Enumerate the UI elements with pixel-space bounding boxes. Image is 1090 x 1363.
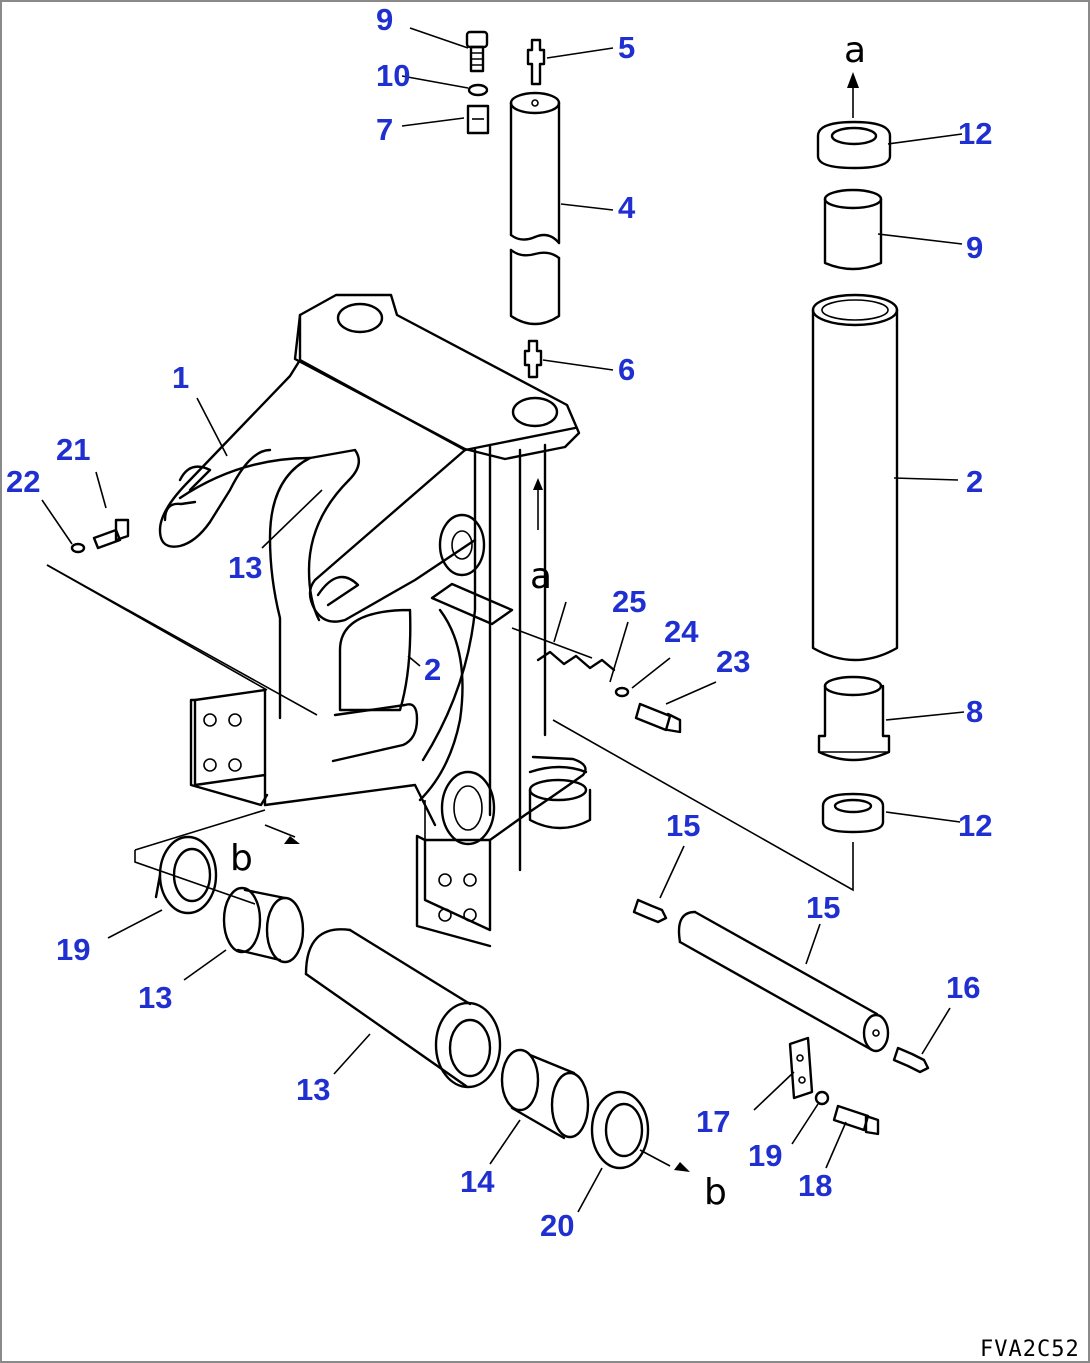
callout-3: 4: [618, 190, 636, 225]
pin-14: [677, 910, 890, 1053]
callout-19-left: 19: [56, 932, 90, 967]
grease-fitting-4-mid: [523, 339, 543, 379]
part-drawings: [46, 30, 930, 1172]
bolt-6: [465, 30, 489, 73]
callout-7: 10: [376, 58, 410, 93]
washer-7: [467, 83, 489, 97]
callout-21: 22: [6, 464, 40, 499]
bushing-9: [823, 188, 883, 271]
ref-mark-a-frame: a: [530, 556, 552, 597]
callout-6: 9: [376, 2, 393, 37]
bushing-13-left: [222, 886, 305, 964]
drawing-code: FVA2C52: [980, 1337, 1080, 1362]
chain-25: [430, 582, 616, 672]
callout-4-top: 5: [618, 30, 635, 65]
grease-fitting-15-right: [892, 1046, 930, 1074]
washer-21: [70, 542, 86, 554]
callout-1: 1: [172, 360, 189, 395]
ref-mark-b-left: b: [230, 838, 253, 879]
callout-23: 24: [664, 614, 699, 649]
callout-10: 12: [958, 808, 992, 843]
callout-9: 9: [966, 230, 983, 265]
reference-lines: [46, 72, 859, 1172]
washer-23: [614, 686, 630, 698]
callout-22: 23: [716, 644, 750, 679]
callout-2-mid: 2: [424, 652, 441, 687]
callout-24: 25: [612, 584, 646, 619]
bolt-22: [634, 702, 682, 734]
grease-fitting-15-mid: [632, 898, 668, 924]
callout-numbers: 9 10 7 5 4 6 12 9 2 8 12 1 13 2 21 22 25…: [6, 2, 992, 1243]
thrust-washer-19-left: [154, 835, 218, 915]
callout-12-lower: 13: [296, 1072, 330, 1107]
callout-20: 21: [56, 432, 90, 467]
ref-mark-a-top: a: [844, 30, 866, 71]
callout-11: 12: [958, 116, 992, 151]
spacer-10: [821, 792, 885, 834]
washer-18: [814, 1090, 830, 1106]
plate-16: [788, 1036, 814, 1100]
tube-2-right: [811, 293, 899, 662]
callout-5: 7: [376, 112, 393, 147]
callout-15-mid: 15: [666, 808, 700, 843]
callout-13-left: 13: [138, 980, 172, 1015]
spacer-11: [816, 120, 892, 170]
callout-18: 19: [748, 1138, 782, 1173]
callout-15-right: 16: [946, 970, 980, 1005]
bushing-8: [817, 675, 891, 762]
leader-lines: [41, 27, 965, 1213]
callout-8: 8: [966, 694, 983, 729]
callout-16: 17: [696, 1104, 730, 1139]
callout-14: 15: [806, 890, 840, 925]
callout-13-right: 14: [460, 1164, 495, 1199]
pin-3: [509, 91, 561, 326]
bushing-13-right: [500, 1048, 590, 1140]
grease-fitting-4-top: [526, 38, 546, 86]
bolt-20: [92, 518, 130, 550]
tube-12: [304, 928, 502, 1089]
callout-19-right: 20: [540, 1208, 574, 1243]
callout-12-upper: 13: [228, 550, 262, 585]
callout-17: 18: [798, 1168, 832, 1203]
ref-mark-b-right: b: [704, 1172, 727, 1213]
callout-4-mid: 6: [618, 352, 635, 387]
plate-5: [466, 104, 490, 135]
main-frame-1: [158, 293, 592, 948]
callout-2-right: 2: [966, 464, 983, 499]
thrust-washer-19-right: [590, 1090, 650, 1170]
bolt-17: [832, 1104, 880, 1136]
